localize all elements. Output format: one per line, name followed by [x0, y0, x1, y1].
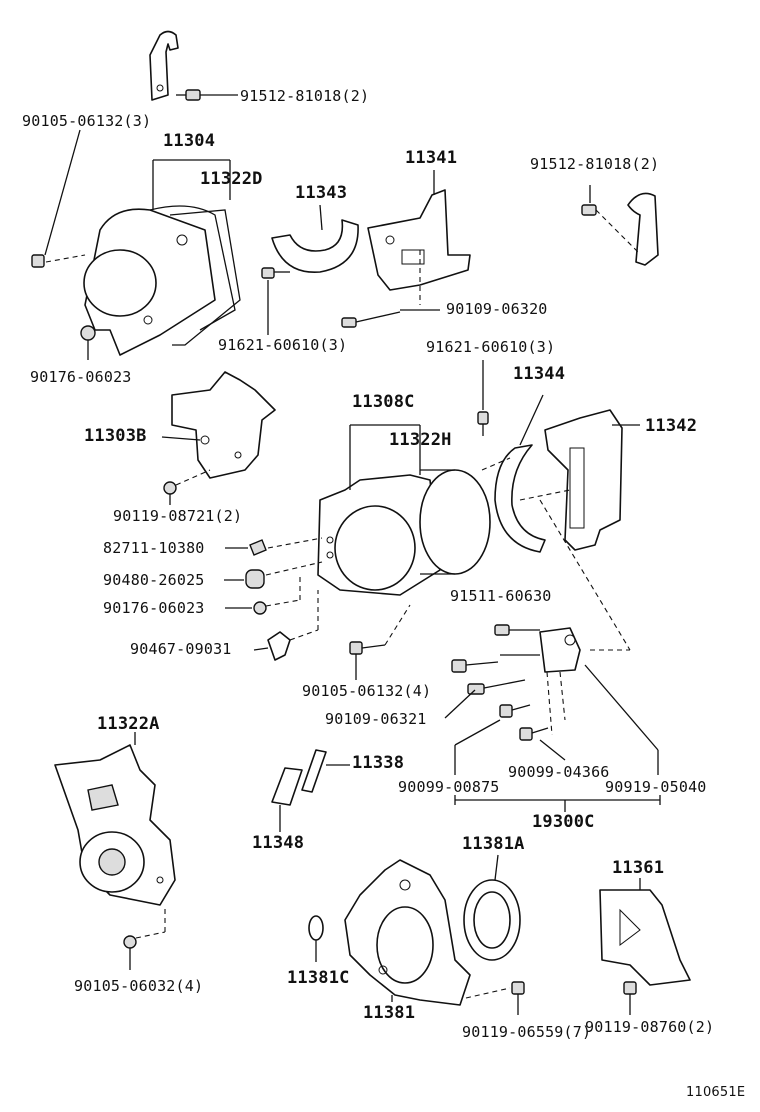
label-90105-06132-3: 90105-06132(3) — [22, 112, 152, 130]
cover-11303B — [161, 371, 276, 479]
seal-11343 — [271, 204, 359, 273]
label-90480-26025: 90480-26025 — [103, 571, 205, 589]
label-90105-06132-4: 90105-06132(4) — [302, 682, 432, 700]
bolt-90105-06132-3 — [31, 254, 86, 268]
label-19300C: 19300C — [532, 812, 595, 832]
bracket-11341 — [367, 170, 471, 291]
label-90176-06023-b: 90176-06023 — [103, 599, 205, 617]
bolt-90119-08760 — [623, 981, 637, 1015]
label-11341: 11341 — [405, 148, 458, 168]
hook-bracket-right — [581, 185, 659, 266]
bracket-11342 — [519, 409, 640, 551]
bolt-90105-06032 — [123, 905, 166, 970]
label-11322D: 11322D — [200, 169, 263, 189]
seal-11381A — [463, 854, 521, 961]
bolt-91621-a — [261, 267, 290, 335]
bolt-90119-06559 — [465, 981, 525, 1015]
label-11381: 11381 — [363, 1003, 416, 1023]
label-90919-05040: 90919-05040 — [605, 778, 707, 796]
clamp-90467 — [253, 590, 319, 661]
label-90467-09031: 90467-09031 — [130, 640, 232, 658]
label-90119-06559: 90119-06559(7) — [462, 1023, 592, 1041]
label-91621-60610-a: 91621-60610(3) — [218, 336, 348, 354]
nut-90176-a — [80, 325, 96, 360]
bolt-90105-06132-4 — [349, 604, 411, 680]
seal-11344 — [481, 394, 546, 553]
label-90109-06321: 90109-06321 — [325, 710, 427, 728]
label-90099-00875: 90099-00875 — [398, 778, 500, 796]
label-91511-60630: 91511-60630 — [450, 587, 552, 605]
label-11322H: 11322H — [389, 430, 452, 450]
label-90119-08721: 90119-08721(2) — [113, 507, 243, 525]
label-11381C: 11381C — [287, 968, 350, 988]
label-11361: 11361 — [612, 858, 665, 878]
oring-11381C — [308, 915, 324, 962]
label-90176-06023-a: 90176-06023 — [30, 368, 132, 386]
nut-90119-08721 — [163, 469, 211, 505]
bolt-91621-b — [477, 360, 489, 436]
plate-11348 — [271, 767, 303, 832]
nut-90176-b — [225, 575, 301, 615]
timing-cover-11304 — [83, 205, 241, 356]
plate-11338 — [301, 749, 350, 793]
label-91512-81018-top: 91512-81018(2) — [240, 87, 370, 105]
hook-bracket-top — [149, 30, 179, 101]
cover-11322A — [54, 732, 176, 906]
label-90109-06320: 90109-06320 — [446, 300, 548, 318]
grommet-90480 — [224, 561, 323, 589]
label-11348: 11348 — [252, 833, 305, 853]
label-11338: 11338 — [352, 753, 405, 773]
bolt-90109-06320 — [341, 250, 440, 328]
bolt-91512-top — [176, 89, 238, 101]
label-90099-04366: 90099-04366 — [508, 763, 610, 781]
label-11342: 11342 — [645, 416, 698, 436]
label-11322A: 11322A — [97, 714, 160, 734]
catalog-id: 110651E — [686, 1085, 746, 1100]
clip-82711 — [225, 537, 323, 556]
label-90105-06032: 90105-06032(4) — [74, 977, 204, 995]
label-90119-08760: 90119-08760(2) — [585, 1018, 715, 1036]
label-11303B: 11303B — [84, 426, 147, 446]
label-11304: 11304 — [163, 131, 216, 151]
plate-11381 — [344, 859, 471, 1006]
label-91512-81018-right: 91512-81018(2) — [530, 155, 660, 173]
label-11381A: 11381A — [462, 834, 525, 854]
label-11343: 11343 — [295, 183, 348, 203]
label-82711-10380: 82711-10380 — [103, 539, 205, 557]
sensor-19300C — [444, 499, 661, 812]
label-11344: 11344 — [513, 364, 566, 384]
housing-11308C — [317, 469, 491, 596]
label-11308C: 11308C — [352, 392, 415, 412]
plate-11361 — [599, 878, 691, 986]
label-91621-60610-b: 91621-60610(3) — [426, 338, 556, 356]
